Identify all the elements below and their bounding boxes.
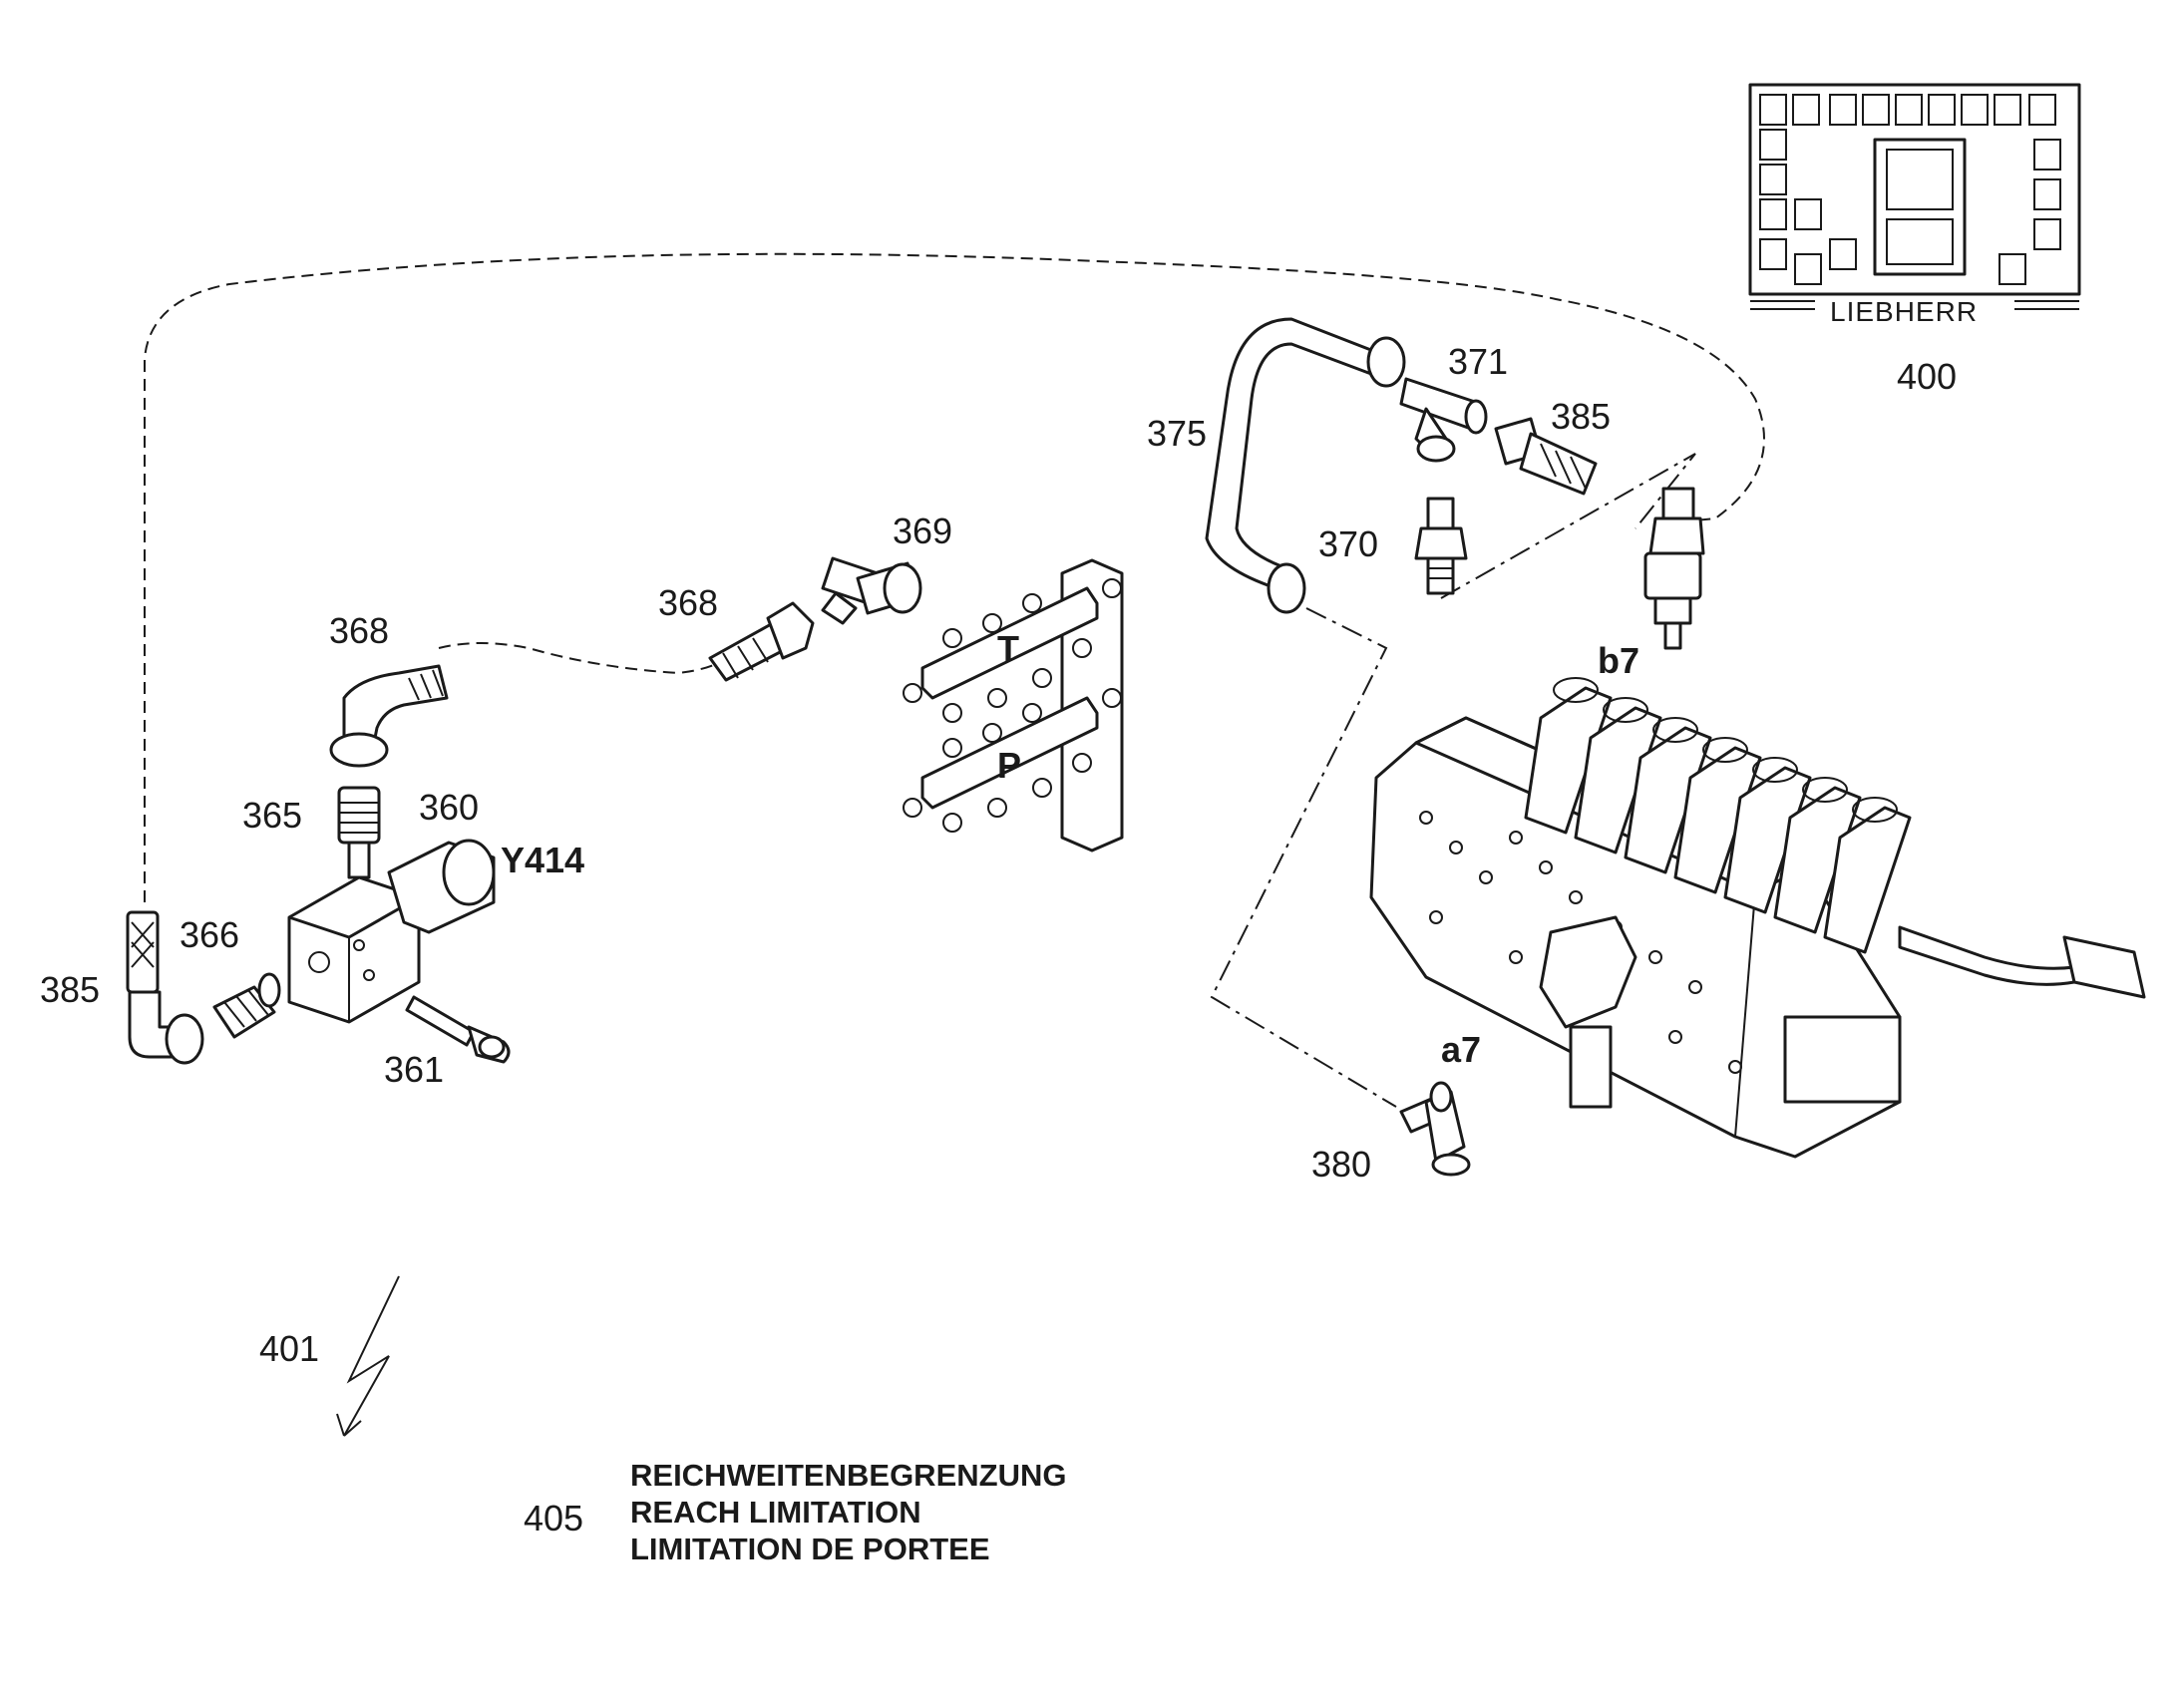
callout-380: 380: [1311, 1144, 1371, 1185]
callout-371: 371: [1448, 341, 1508, 382]
electric-lightning-symbol: [336, 1275, 400, 1437]
liebherr-control-panel: [1748, 83, 2081, 310]
callout-375: 375: [1147, 413, 1207, 454]
callout-401: 401: [259, 1328, 319, 1369]
callout-368-right: 368: [658, 582, 718, 623]
callout-369: 369: [893, 511, 952, 551]
diagram-title: REICHWEITENBEGRENZUNG REACH LIMITATION L…: [630, 1458, 1066, 1566]
callout-368-left: 368: [329, 610, 389, 651]
bent-tube-375: [1205, 317, 1406, 614]
title-french: LIMITATION DE PORTEE: [630, 1532, 990, 1566]
port-b7-label: b7: [1598, 640, 1639, 681]
solenoid-y414-label: Y414: [501, 840, 584, 880]
tee-fitting-369: [821, 556, 922, 625]
pressure-switch-370: [1414, 497, 1468, 595]
adapter-366: [212, 972, 281, 1039]
callout-labels: 360 361 365 366 368 368 369 370 371 375 …: [40, 341, 1957, 1538]
solenoid-valve-360: [287, 839, 496, 1024]
nipple-365: [337, 786, 381, 879]
port-labels: Y414 b7 a7 T P: [501, 628, 1639, 1070]
callout-385-left: 385: [40, 969, 100, 1010]
manifold-block: [903, 558, 1124, 853]
callout-366: 366: [180, 914, 239, 955]
callout-405: 405: [524, 1498, 583, 1538]
hose-routing-lines: [144, 252, 1765, 1108]
hose-end-385-right: [1494, 417, 1598, 496]
callout-370: 370: [1318, 523, 1378, 564]
callout-400: 400: [1897, 356, 1957, 397]
hose-elbow-368-left: [329, 664, 449, 768]
fitting-b7: [1643, 487, 1705, 650]
port-a7-label: a7: [1441, 1029, 1481, 1070]
callout-385-right: 385: [1551, 396, 1611, 437]
callout-365: 365: [242, 795, 302, 836]
elbow-fitting-380: [1399, 1081, 1471, 1177]
hose-elbow-385-left: [126, 910, 204, 1065]
title-german: REICHWEITENBEGRENZUNG: [630, 1458, 1066, 1493]
callout-361: 361: [384, 1049, 444, 1090]
bolt-361: [405, 995, 511, 1064]
manifold-p-label: P: [997, 745, 1021, 786]
hose-end-368-right: [708, 601, 815, 682]
panel-brand: LIEBHERR: [1830, 296, 1978, 327]
callout-360: 360: [419, 787, 479, 828]
title-english: REACH LIMITATION: [630, 1495, 921, 1530]
tee-371: [1399, 377, 1488, 463]
manifold-t-label: T: [997, 628, 1019, 669]
control-valve-block: [1369, 677, 2146, 1159]
